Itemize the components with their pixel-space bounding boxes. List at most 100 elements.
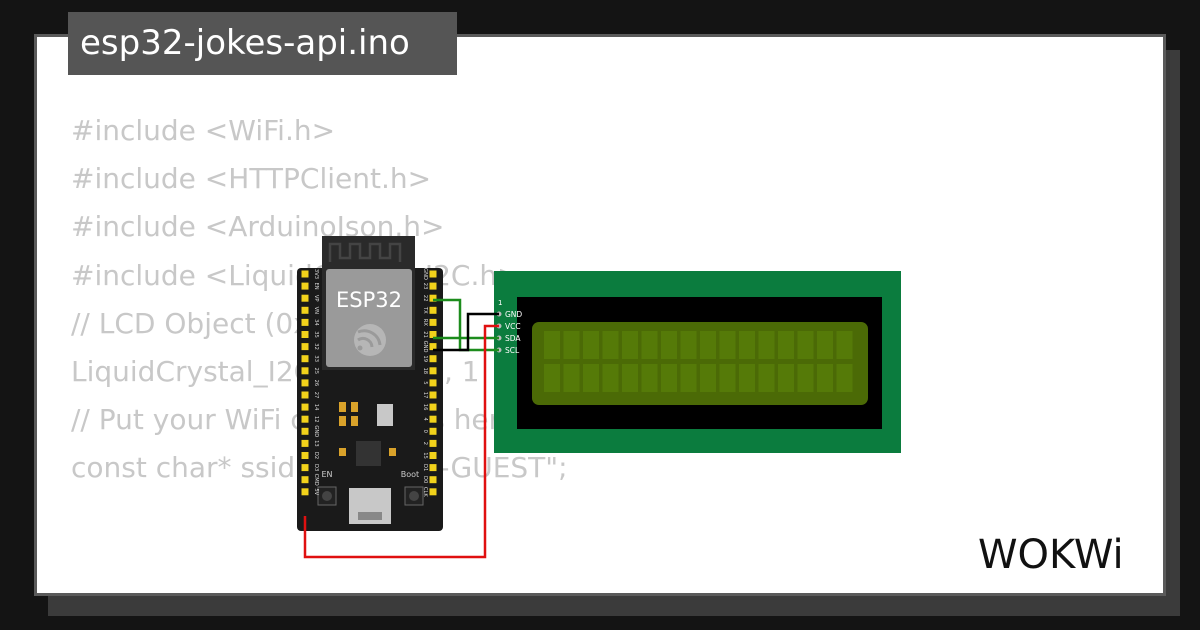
header-pin: [301, 270, 309, 278]
header-pin: [429, 306, 437, 314]
lcd-cell: [622, 331, 638, 359]
pin-label: GND: [422, 268, 428, 280]
lcd-cell: [719, 364, 736, 392]
smd-component: [389, 448, 396, 456]
lcd-pin-scl: SCL: [505, 346, 520, 355]
header-pin: [301, 439, 309, 447]
pin-label: GND: [313, 425, 319, 437]
lcd-cell: [797, 364, 814, 392]
lcd-cell: [836, 331, 853, 359]
code-preview: #include <WiFi.h>#include <HTTPClient.h>…: [71, 107, 568, 493]
pin-label: CLK: [422, 487, 428, 498]
lcd-cell: [719, 331, 736, 359]
wokwi-logo: WOKWi: [978, 532, 1124, 578]
wire-vcc: [303, 324, 499, 559]
lcd-cell: [836, 364, 853, 392]
pin-label: CMD: [313, 474, 319, 486]
header-pin: [301, 367, 309, 375]
header-pin: [301, 476, 309, 484]
header-pin: [301, 331, 309, 338]
lcd-cell: [700, 331, 716, 359]
lcd-cell: [583, 331, 599, 359]
lcd-cell: [680, 331, 697, 359]
lcd-cell: [817, 331, 833, 359]
pin-label: D1: [422, 464, 428, 471]
pin-label: 33: [313, 355, 319, 362]
lcd-cell: [544, 364, 560, 392]
esp32-label: ESP32: [336, 288, 402, 312]
wire-gnd: [433, 312, 499, 352]
header-pin: [301, 379, 309, 387]
project-title: esp32-jokes-api.ino: [68, 12, 457, 75]
header-pin: [429, 367, 437, 375]
pin-label: 18: [422, 367, 428, 374]
lcd-cell: [817, 364, 833, 392]
pin-label: 35: [313, 331, 319, 338]
pin-label: 19: [422, 355, 428, 362]
smd-component: [339, 448, 346, 456]
header-pin: [301, 343, 309, 351]
header-pin: [429, 331, 437, 338]
pin-label: 21: [422, 331, 428, 338]
smd-component: [339, 416, 346, 426]
pin-label: 5V: [313, 488, 319, 495]
micro-usb-opening: [358, 512, 382, 520]
header-pin: [429, 343, 437, 351]
pin-label: 13: [313, 440, 319, 447]
pin-label: RX: [422, 319, 428, 327]
wire-scl: [433, 298, 499, 352]
header-pin: [429, 439, 437, 447]
pin-label: D3: [313, 464, 319, 471]
pin-label: 34: [313, 319, 319, 326]
pin-label: D0: [422, 476, 428, 483]
lcd-cell: [602, 364, 619, 392]
header-pin: [301, 415, 309, 423]
pin-label: 15: [422, 452, 428, 459]
header-pin: [429, 391, 437, 399]
lcd-pin1-label: 1: [498, 299, 502, 307]
smd-component: [339, 402, 346, 412]
esp32-pin-headers: 3V3ENVPVN343532332526271412GND13D2D3CMD5…: [301, 268, 437, 498]
pin-label: 14: [313, 404, 319, 411]
lcd-cell: [778, 364, 794, 392]
lcd-cell: [641, 364, 658, 392]
pin-label: VP: [313, 295, 319, 302]
header-pin: [301, 355, 309, 363]
pin-label: 27: [313, 392, 319, 399]
header-pin: [301, 427, 309, 435]
header-pin: [301, 294, 309, 302]
header-pin: [301, 488, 309, 496]
pin-label: 12: [313, 416, 319, 423]
header-pin: [301, 306, 309, 314]
en-button-cap: [322, 491, 332, 501]
lcd-pin-vcc: VCC: [505, 322, 521, 331]
pin-label: 32: [313, 343, 319, 350]
pin-label: 22: [422, 295, 428, 302]
header-pin: [301, 318, 309, 326]
pin-label: 2: [422, 442, 428, 445]
lcd-cell: [739, 331, 755, 359]
lcd-pin-sda: SDA: [505, 334, 521, 343]
lcd-cell: [661, 364, 677, 392]
pin-label: 26: [313, 380, 319, 387]
antenna-trace: [328, 242, 402, 262]
pin-label: GND: [422, 341, 428, 353]
pin-label: EN: [313, 283, 319, 290]
pin-label: D2: [313, 452, 319, 459]
pin-label: VN: [313, 307, 319, 315]
lcd-cell: [758, 331, 775, 359]
lcd-cell: [583, 364, 599, 392]
pin-label: 17: [422, 392, 428, 399]
lcd-cell: [778, 331, 794, 359]
lcd-cell: [602, 331, 619, 359]
header-pin: [301, 464, 309, 472]
pin-label: TX: [422, 306, 428, 314]
header-pin: [429, 379, 437, 387]
lcd-module: 1 GND VCC SDA SCL: [494, 271, 901, 453]
lcd-cell: [661, 331, 677, 359]
pin-label: 0: [422, 430, 428, 433]
en-label: EN: [321, 470, 332, 479]
code-line: #include <WiFi.h>: [71, 114, 336, 147]
lcd-cell: [680, 364, 697, 392]
